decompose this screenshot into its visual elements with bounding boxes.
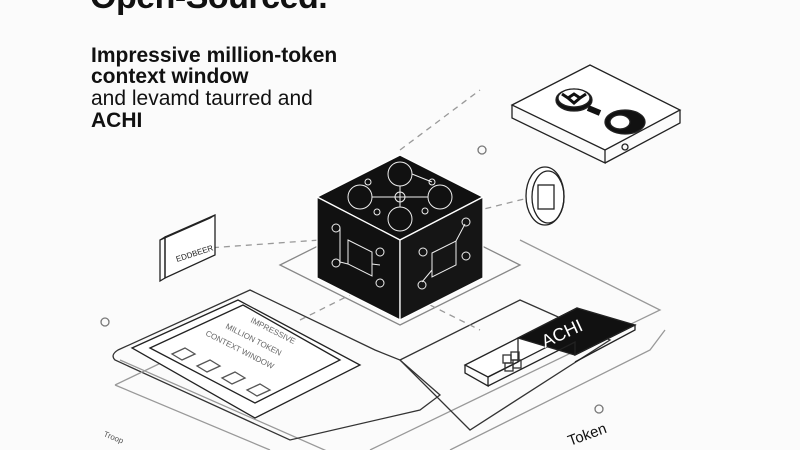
round-token [525,166,565,226]
platform-outline-large [119,239,662,450]
intro-line-2: context window [91,65,249,88]
platform-right-lower [449,329,666,450]
dashed-connector [179,89,541,331]
neural-cube [315,154,485,322]
intro-line-4: ACHI [91,109,143,132]
bottom-right-label: Token [566,420,609,450]
intro-line-3: and levamd taurred and [91,87,313,110]
tablet: IMPRESSIVE MILLION TOKEN CONTEXT WINDOW [130,299,362,419]
headline: Open-Sourced. [90,0,328,17]
bottom-left-label: Troop [102,430,125,446]
node-dot [100,317,110,327]
node-dot [594,404,604,414]
card: EDDBEER [159,214,216,283]
intro-line-1: Impressive million-token [91,44,338,67]
achi-block: ACHI [463,307,637,388]
switch-device [510,64,682,165]
platform-right [398,299,612,431]
node-dot [477,145,487,155]
